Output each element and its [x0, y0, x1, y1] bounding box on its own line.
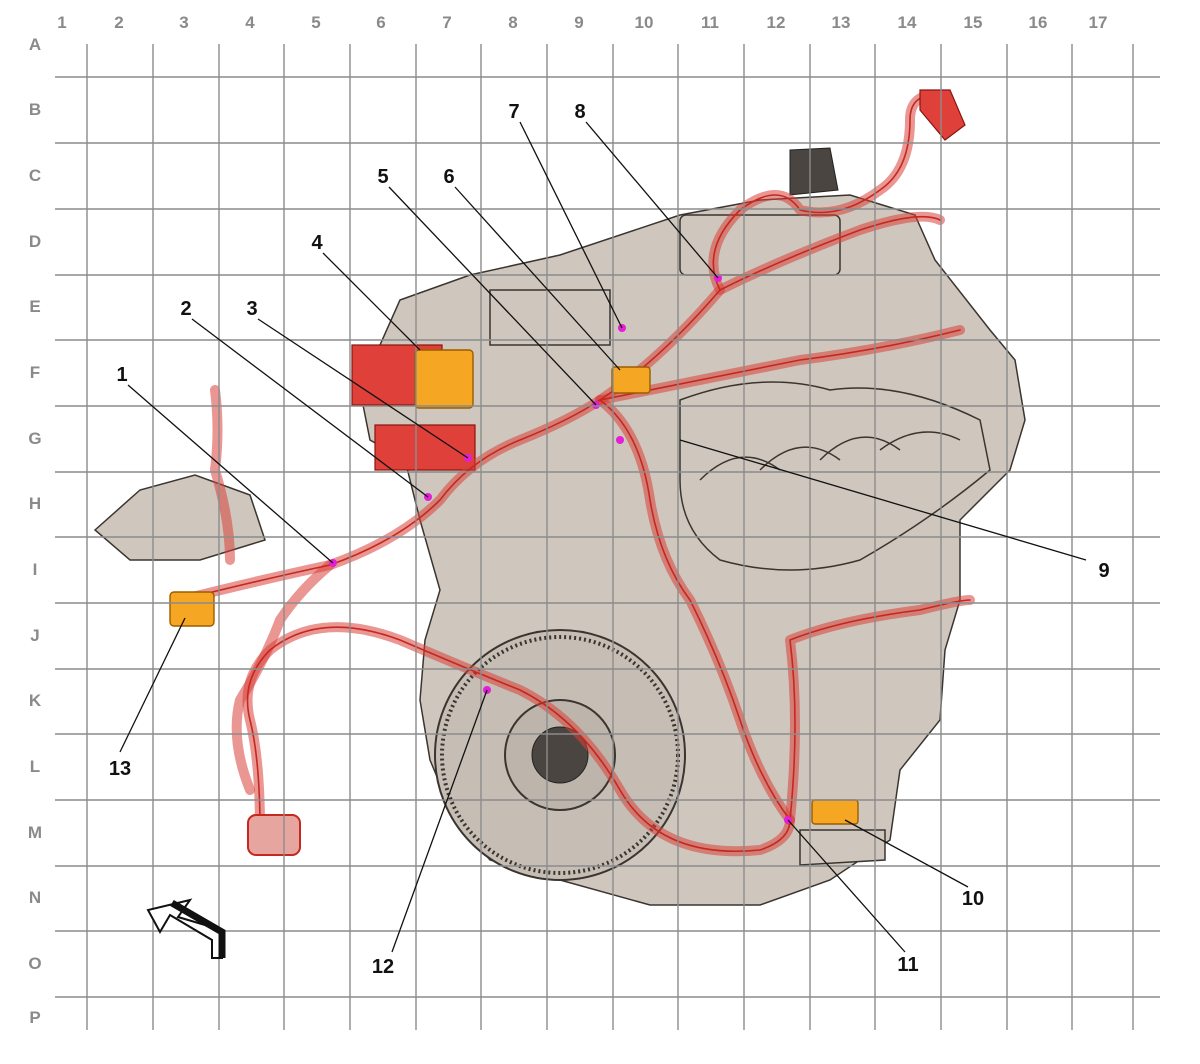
row-label: O [28, 954, 41, 973]
row-label: L [30, 757, 40, 776]
row-label: P [29, 1008, 40, 1027]
row-label: G [28, 429, 41, 448]
callout-8: 8 [574, 101, 585, 123]
column-label: 11 [701, 13, 719, 32]
row-label: K [29, 691, 42, 710]
front-arrow-icon [146, 898, 226, 959]
row-label: A [29, 35, 41, 54]
callout-7: 7 [508, 101, 519, 123]
callout-10: 10 [962, 888, 984, 910]
column-label: 3 [179, 13, 188, 32]
callout-12: 12 [372, 956, 394, 978]
connector-10 [811, 799, 859, 825]
callout-5: 5 [377, 166, 388, 188]
column-label: 13 [832, 13, 851, 32]
column-labels: 1 2 3 4 5 6 7 8 9 10 11 12 13 14 15 16 1… [57, 13, 1107, 32]
row-label: D [29, 232, 41, 251]
callout-11: 11 [897, 954, 918, 976]
callout-1: 1 [116, 364, 127, 386]
column-label: 16 [1029, 13, 1048, 32]
reference-grid [55, 44, 1160, 1030]
row-label: B [29, 100, 41, 119]
leader-lines [119, 121, 1087, 953]
row-label: J [30, 626, 39, 645]
column-label: 9 [574, 13, 583, 32]
column-label: 6 [376, 13, 385, 32]
column-label: 7 [442, 13, 451, 32]
row-labels: A B C D E F G H I J K L M N O P [28, 35, 42, 1027]
splice-point [616, 436, 624, 444]
column-label: 12 [767, 13, 786, 32]
column-label: 17 [1089, 13, 1108, 32]
callout-labels: 1 2 3 4 5 6 7 8 9 10 11 12 13 [109, 101, 1110, 978]
callout-3: 3 [246, 298, 257, 320]
row-label: N [29, 888, 41, 907]
connector-13 [169, 591, 215, 627]
column-label: 4 [245, 13, 255, 32]
callout-13: 13 [109, 758, 131, 780]
column-label: 15 [964, 13, 983, 32]
row-label: F [30, 363, 40, 382]
column-label: 1 [57, 13, 66, 32]
row-label: I [33, 560, 38, 579]
connector-4 [414, 349, 474, 409]
row-label: C [29, 166, 41, 185]
column-label: 5 [311, 13, 320, 32]
row-label: M [28, 823, 42, 842]
callout-6: 6 [443, 166, 454, 188]
callout-2: 2 [180, 298, 191, 320]
callout-4: 4 [311, 232, 323, 254]
connectors [169, 349, 859, 825]
engine-block [93, 147, 1026, 906]
column-label: 8 [508, 13, 517, 32]
connector-6 [611, 366, 651, 394]
row-label: E [29, 297, 40, 316]
callout-9: 9 [1098, 560, 1109, 582]
column-label: 2 [114, 13, 123, 32]
column-label: 10 [635, 13, 654, 32]
column-label: 14 [898, 13, 917, 32]
row-label: H [29, 494, 41, 513]
